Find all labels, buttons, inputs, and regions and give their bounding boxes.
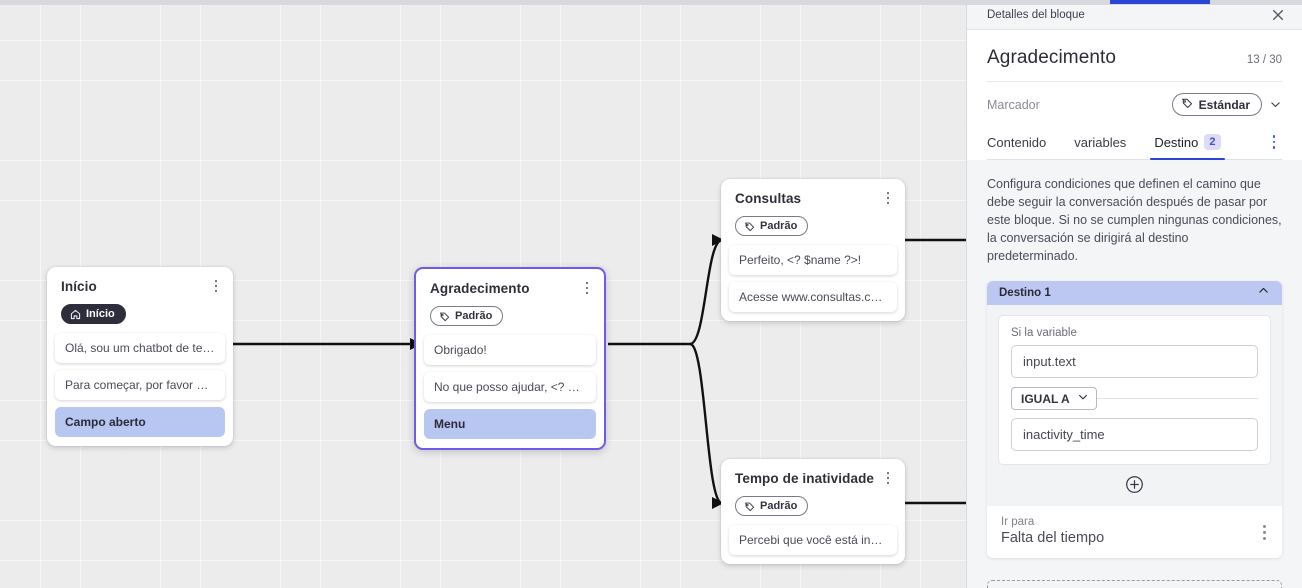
- panel-header: Detalles del bloque: [967, 0, 1302, 30]
- node-message[interactable]: No que posso ajudar, <? $name ...: [424, 371, 596, 402]
- block-details-panel: Detalles del bloque Agradecimento 13 / 3…: [966, 0, 1302, 588]
- panel-top-section: Agradecimento 13 / 30 Marcador Estándar: [967, 30, 1302, 160]
- tabs: Contenido variables Destino 2: [987, 126, 1282, 160]
- node-header: Início Início: [47, 267, 233, 325]
- tag-icon: [744, 221, 755, 232]
- tabs-container: Contenido variables Destino 2: [987, 126, 1282, 160]
- node-menu-button[interactable]: [880, 469, 896, 487]
- marker-pill-estandar[interactable]: Estándar: [1171, 93, 1262, 116]
- node-message[interactable]: Obrigado!: [424, 334, 596, 365]
- tab-variables[interactable]: variables: [1074, 127, 1126, 159]
- page-title: Agradecimento: [987, 47, 1117, 68]
- node-badge-padrao[interactable]: Padrão: [430, 306, 504, 326]
- destination-card: Destino 1 Si la variable input.text IGUA…: [987, 281, 1282, 558]
- chevron-down-icon: [1077, 391, 1089, 406]
- scrollbar-thumb[interactable]: [1110, 0, 1210, 4]
- flow-canvas[interactable]: Início Início Olá, sou um chatbot de tes…: [0, 0, 967, 588]
- node-message[interactable]: Acesse www.consultas.com par...: [729, 281, 897, 312]
- node-badge-label: Padrão: [760, 500, 798, 512]
- node-badge-label: Padrão: [455, 310, 493, 322]
- node-messages: Obrigado! No que posso ajudar, <? $name …: [416, 327, 604, 448]
- marker-row: Marcador Estándar: [987, 82, 1282, 126]
- flow-node-agradecimento[interactable]: Agradecimento Padrão Obrigado! No que po…: [414, 267, 606, 450]
- add-condition-row: [987, 465, 1282, 506]
- variable-input[interactable]: input.text: [1011, 345, 1258, 378]
- node-message-highlighted[interactable]: Menu: [424, 408, 596, 439]
- flow-node-inicio[interactable]: Início Início Olá, sou um chatbot de tes…: [47, 267, 233, 446]
- tag-icon: [744, 501, 755, 512]
- node-message[interactable]: Perfeito, <? $name ?>!: [729, 244, 897, 275]
- node-message[interactable]: Olá, sou um chatbot de teste!: [55, 332, 225, 363]
- goto-label: Ir para: [1001, 516, 1035, 528]
- goto-section[interactable]: Ir para Falta del tiempo: [987, 506, 1282, 558]
- add-destination-button[interactable]: Agregar destino: [987, 580, 1282, 588]
- marker-label: Marcador: [987, 97, 1040, 112]
- node-badge-padrao[interactable]: Padrão: [735, 496, 809, 516]
- node-menu-button[interactable]: [208, 277, 224, 295]
- tab-contenido[interactable]: Contenido: [987, 127, 1046, 159]
- close-icon[interactable]: [1268, 5, 1288, 25]
- plus-circle-icon[interactable]: [1125, 475, 1144, 494]
- node-menu-button[interactable]: [880, 189, 896, 207]
- panel-content: Configura condiciones que definen el cam…: [967, 160, 1302, 588]
- condition-box: Si la variable input.text IGUAL A inacti…: [998, 315, 1271, 465]
- operator-label: IGUAL A: [1021, 391, 1070, 406]
- node-message[interactable]: Percebi que você está inativo. C...: [729, 524, 897, 555]
- destination-description: Configura condiciones que definen el cam…: [987, 177, 1282, 263]
- tab-label: Destino: [1154, 134, 1199, 150]
- tab-label: Contenido: [987, 134, 1047, 150]
- chevron-down-icon[interactable]: [1269, 98, 1282, 111]
- flow-node-tempo-inatividade[interactable]: Tempo de inatividade Padrão Percebi que …: [721, 459, 905, 564]
- tag-icon: [439, 311, 450, 322]
- node-header: Tempo de inatividade Padrão: [721, 459, 905, 517]
- node-messages: Olá, sou um chatbot de teste! Para começ…: [47, 325, 233, 446]
- node-badge-padrao[interactable]: Padrão: [735, 216, 809, 236]
- node-menu-button[interactable]: [579, 279, 595, 297]
- node-badge-label: Padrão: [760, 220, 798, 232]
- node-header: Agradecimento Padrão: [416, 269, 604, 327]
- node-badge-label: Início: [86, 308, 115, 320]
- compare-value-input[interactable]: inactivity_time: [1011, 418, 1258, 451]
- flow-node-consultas[interactable]: Consultas Padrão Perfeito, <? $name ?>! …: [721, 179, 905, 321]
- more-vertical-icon[interactable]: [1266, 133, 1282, 151]
- divider: [1011, 398, 1258, 399]
- node-title: Consultas: [735, 191, 802, 206]
- node-title: Início: [61, 279, 97, 294]
- node-messages: Percebi que você está inativo. C...: [721, 517, 905, 564]
- node-message-highlighted[interactable]: Campo aberto: [55, 406, 225, 437]
- node-messages: Perfeito, <? $name ?>! Acesse www.consul…: [721, 237, 905, 321]
- node-message[interactable]: Para começar, por favor digite o ...: [55, 369, 225, 400]
- goto-value: Falta del tiempo: [1001, 530, 1105, 546]
- block-title-row: Agradecimento 13 / 30: [987, 30, 1282, 82]
- node-title: Agradecimento: [430, 281, 530, 296]
- horizontal-scrollbar[interactable]: [0, 0, 1302, 5]
- operator-row: IGUAL A: [1011, 387, 1258, 410]
- char-counter: 13 / 30: [1246, 54, 1282, 66]
- more-vertical-icon[interactable]: [1256, 523, 1272, 541]
- tab-destino[interactable]: Destino 2: [1150, 126, 1225, 160]
- marker-pill-label: Estándar: [1198, 97, 1250, 112]
- node-header: Consultas Padrão: [721, 179, 905, 237]
- home-icon: [70, 309, 81, 320]
- node-badge-inicio[interactable]: Início: [61, 304, 126, 324]
- condition-label: Si la variable: [1011, 327, 1077, 339]
- flow-edges: [233, 234, 967, 509]
- destination-header[interactable]: Destino 1: [987, 281, 1282, 305]
- tab-label: variables: [1074, 134, 1127, 150]
- status-badge: 2: [1204, 134, 1221, 150]
- destination-header-label: Destino 1: [999, 287, 1051, 299]
- operator-select[interactable]: IGUAL A: [1011, 387, 1097, 410]
- chevron-up-icon[interactable]: [1257, 284, 1270, 302]
- panel-header-title: Detalles del bloque: [987, 8, 1085, 21]
- node-title: Tempo de inatividade: [735, 471, 875, 486]
- tag-icon: [1181, 97, 1193, 112]
